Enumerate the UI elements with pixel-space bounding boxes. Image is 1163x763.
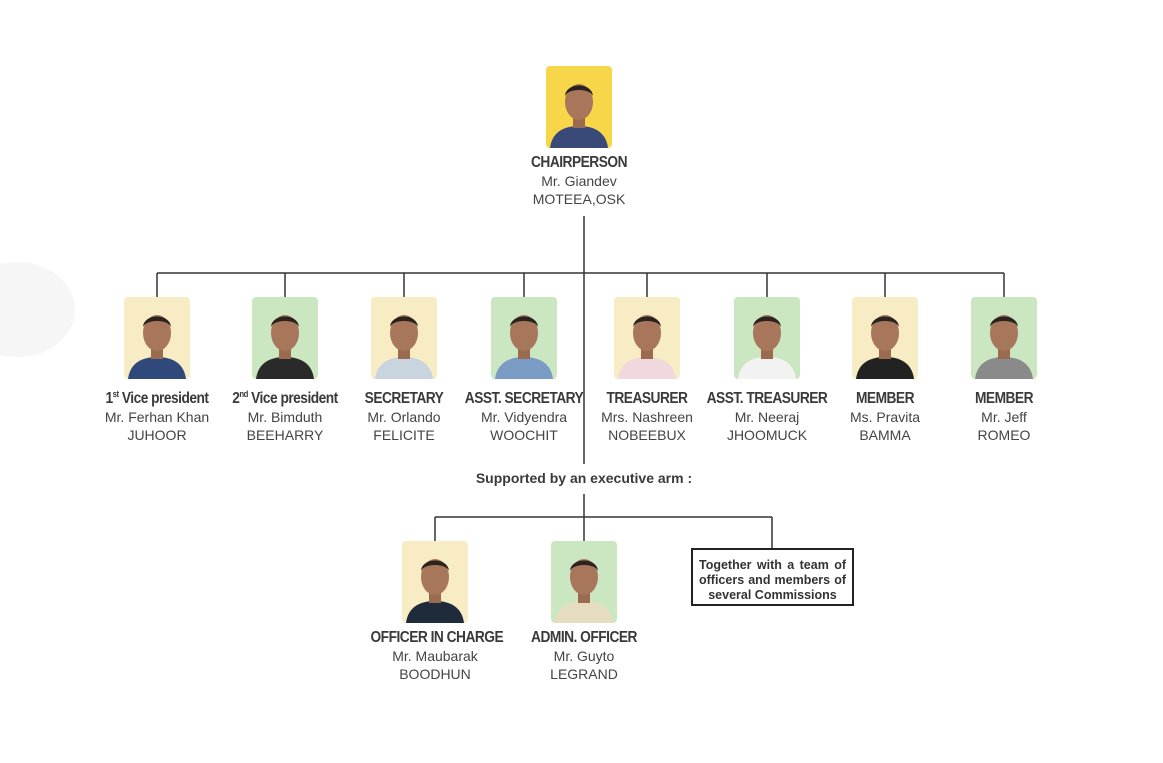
member-role: 2nd Vice president — [232, 389, 338, 407]
executive-name-first: Mr. Maubarak — [392, 648, 478, 664]
member-name-last: WOOCHIT — [490, 427, 558, 443]
executive-name-first: Mr. Guyto — [553, 648, 615, 664]
executive-arm-heading: Supported by an executive arm : — [475, 470, 693, 486]
member-role: ASST. SECRETARY — [464, 390, 584, 407]
member-photo — [852, 297, 918, 379]
member-name-last: NOBEEBUX — [608, 427, 686, 443]
member-role: MEMBER — [974, 390, 1034, 407]
member-name-last: BAMMA — [859, 427, 911, 443]
chairperson-photo — [546, 66, 612, 148]
member-name-first: Mr. Orlando — [367, 409, 441, 425]
member-node-5: TREASURER Mrs. Nashreen NOBEEBUX — [572, 297, 722, 444]
member-name-first: Mrs. Nashreen — [601, 409, 693, 425]
member-node-3: SECRETARY Mr. Orlando FELICITE — [329, 297, 479, 444]
member-node-8: MEMBER Mr. Jeff ROMEO — [929, 297, 1079, 444]
executive-role: OFFICER IN CHARGE — [370, 629, 504, 646]
member-photo — [124, 297, 190, 379]
member-photo — [371, 297, 437, 379]
member-photo — [734, 297, 800, 379]
member-photo — [971, 297, 1037, 379]
member-name-first: Ms. Pravita — [849, 409, 920, 425]
member-name-first: Mr. Neeraj — [734, 409, 800, 425]
member-node-4: ASST. SECRETARY Mr. Vidyendra WOOCHIT — [449, 297, 599, 444]
member-name-last: JUHOOR — [127, 427, 187, 443]
member-photo — [614, 297, 680, 379]
executive-node-2: ADMIN. OFFICER Mr. Guyto LEGRAND — [509, 541, 659, 683]
chairperson-name-last: MOTEEA,OSK — [532, 191, 626, 207]
member-name-first: Mr. Ferhan Khan — [104, 409, 210, 425]
member-name-last: ROMEO — [977, 427, 1031, 443]
team-note-box: Together with a team of officers and mem… — [691, 548, 854, 606]
executive-photo — [402, 541, 468, 623]
member-role: ASST. TREASURER — [706, 390, 828, 407]
member-role: TREASURER — [606, 390, 688, 407]
executive-name-last: LEGRAND — [550, 666, 618, 682]
member-role: MEMBER — [855, 390, 915, 407]
chairperson-name-first: Mr. Giandev — [541, 173, 617, 189]
member-photo — [252, 297, 318, 379]
member-node-7: MEMBER Ms. Pravita BAMMA — [810, 297, 960, 444]
chairperson-node: CHAIRPERSON Mr. Giandev MOTEEA,OSK — [504, 66, 654, 208]
member-role: 1st Vice president — [105, 389, 209, 407]
member-name-last: FELICITE — [373, 427, 435, 443]
member-role: SECRETARY — [364, 390, 444, 407]
executive-role: ADMIN. OFFICER — [531, 629, 637, 646]
chairperson-role: CHAIRPERSON — [530, 154, 628, 171]
member-name-last: BEEHARRY — [246, 427, 324, 443]
executive-node-1: OFFICER IN CHARGE Mr. Maubarak BOODHUN — [360, 541, 510, 683]
member-name-first: Mr. Vidyendra — [480, 409, 568, 425]
member-name-first: Mr. Jeff — [981, 409, 1027, 425]
member-node-1: 1st Vice president Mr. Ferhan Khan JUHOO… — [82, 297, 232, 444]
member-name-last: JHOOMUCK — [726, 427, 808, 443]
member-name-first: Mr. Bimduth — [247, 409, 323, 425]
member-photo — [491, 297, 557, 379]
member-node-6: ASST. TREASURER Mr. Neeraj JHOOMUCK — [692, 297, 842, 444]
member-node-2: 2nd Vice president Mr. Bimduth BEEHARRY — [210, 297, 360, 444]
executive-photo — [551, 541, 617, 623]
executive-name-last: BOODHUN — [399, 666, 471, 682]
